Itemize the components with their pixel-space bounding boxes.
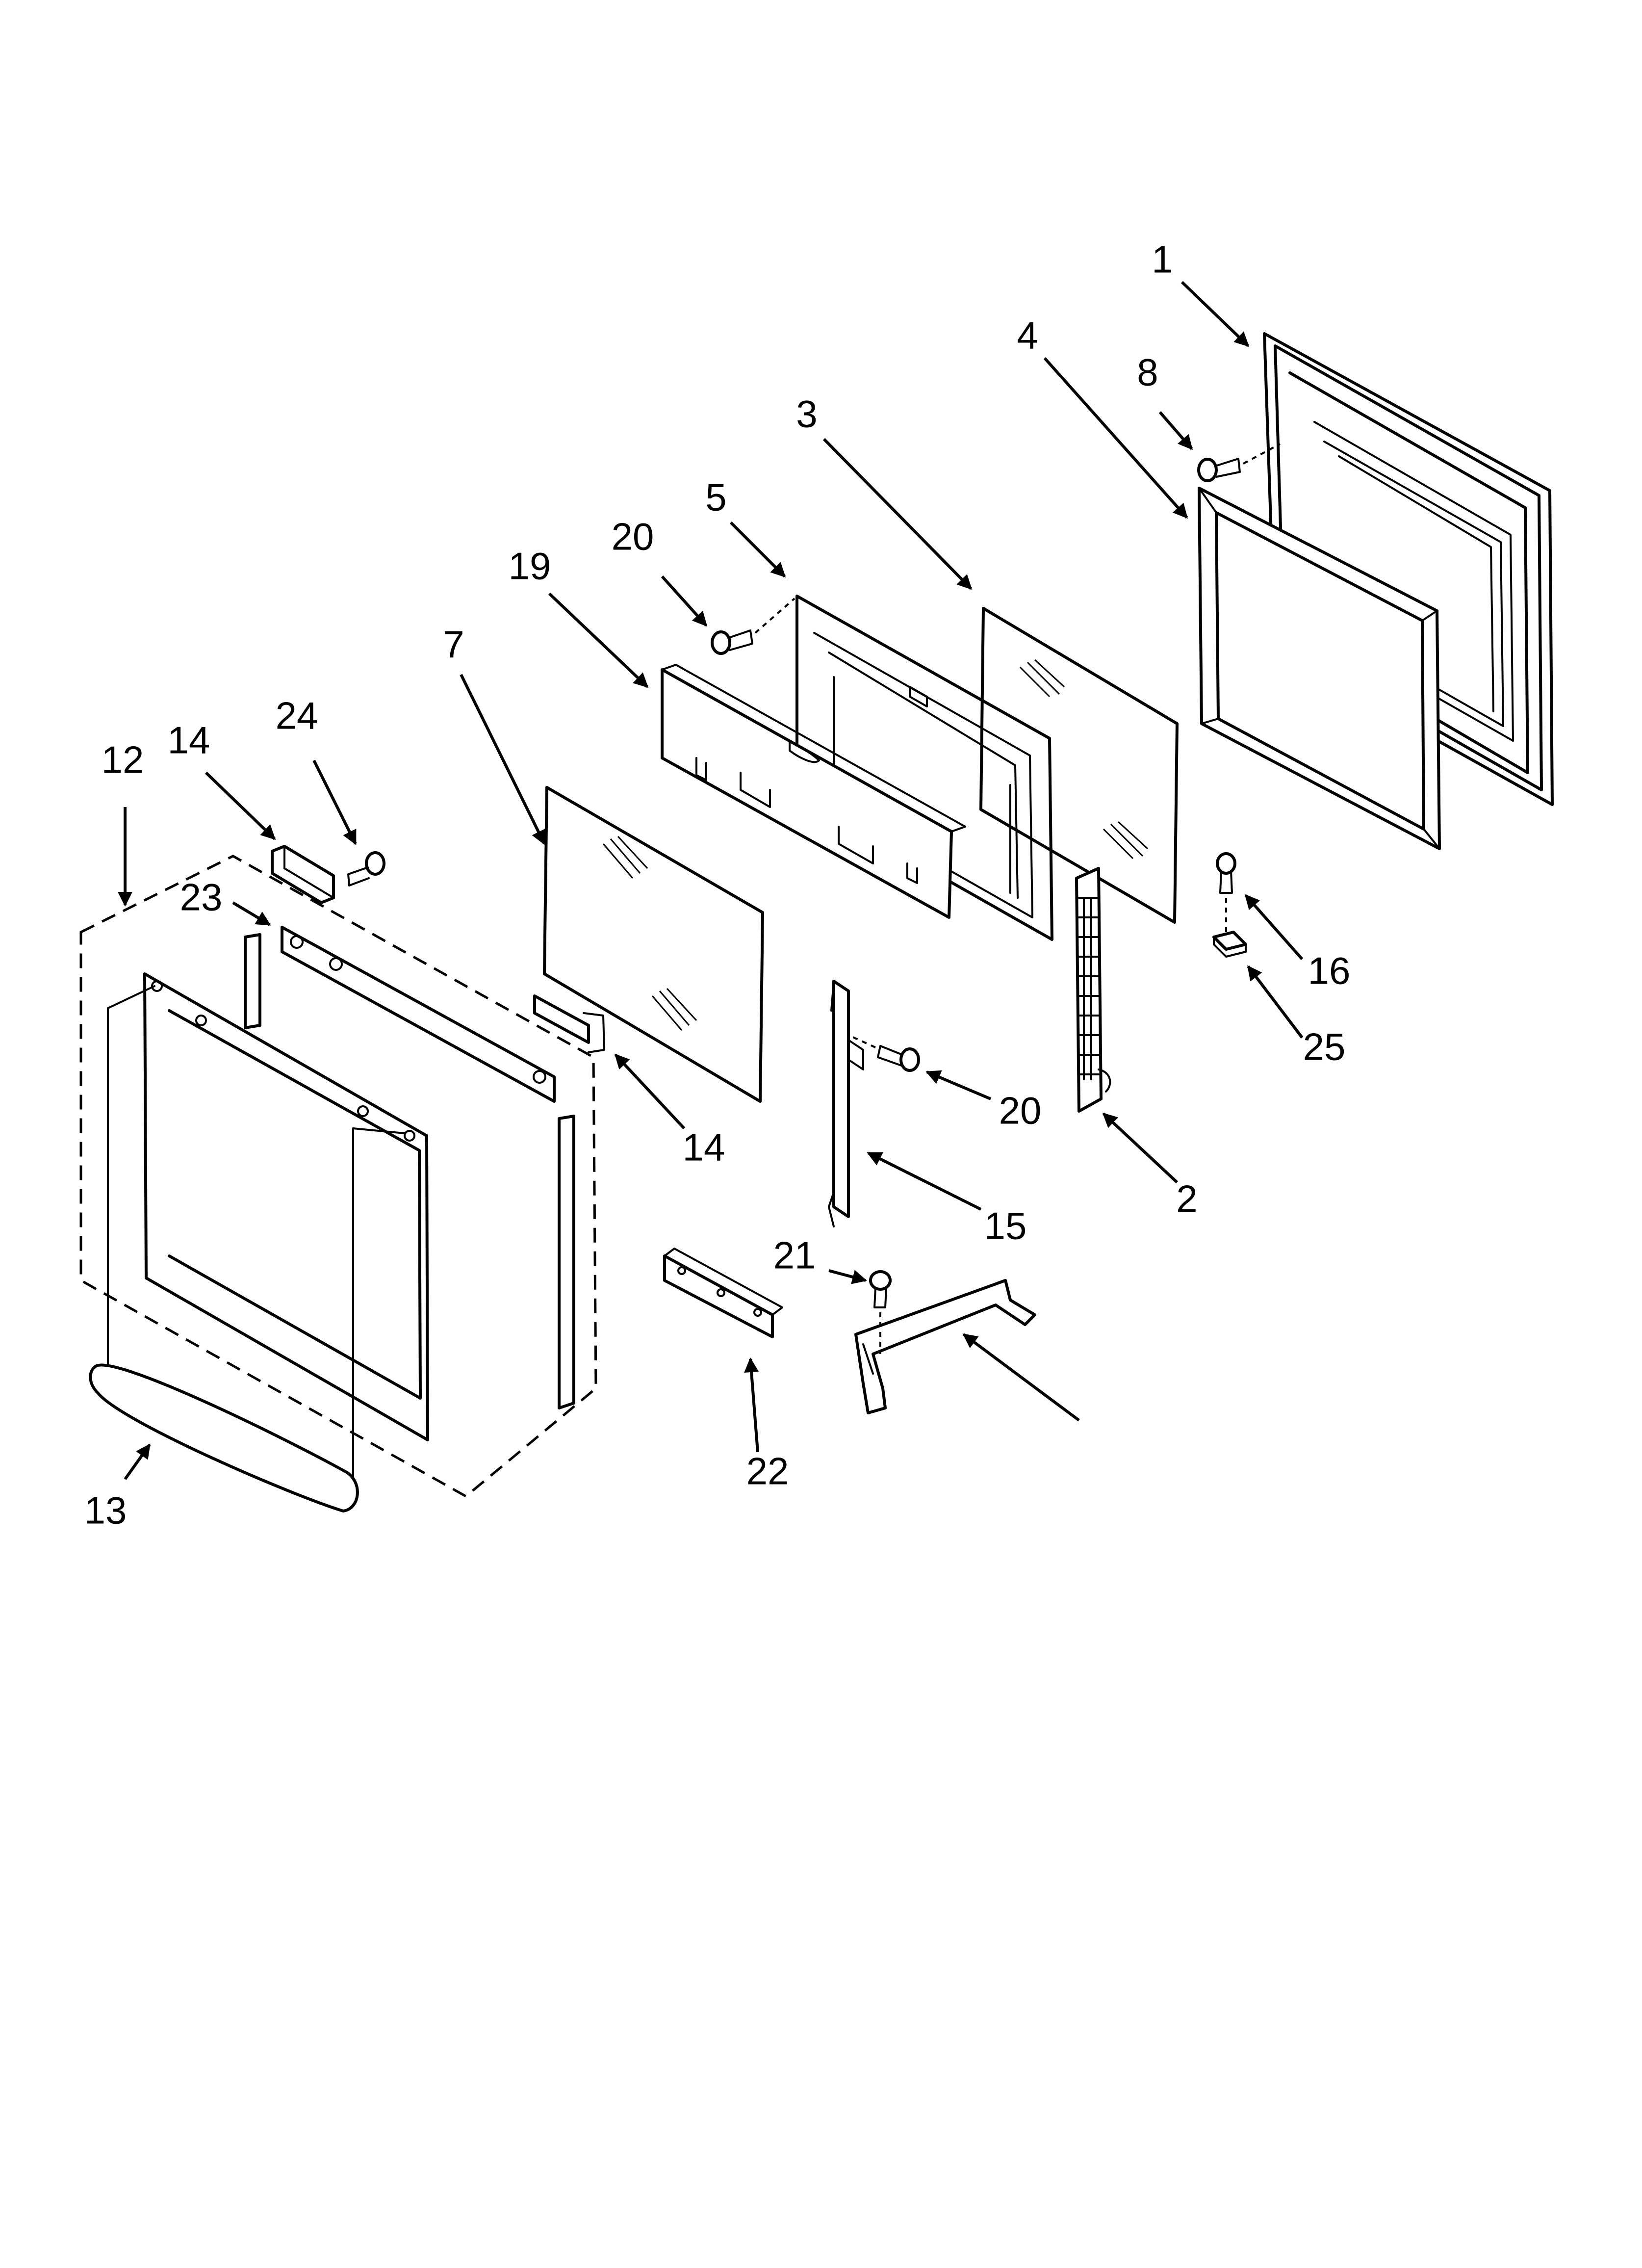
callout-labels: 1 4 8 3 5 20 19 7 24 14 12 23 16 25 20 1… [84, 238, 1351, 1532]
callout-7: 7 [443, 623, 464, 666]
part-7-middle-glass [543, 786, 764, 1103]
callout-14-top: 14 [168, 719, 210, 762]
callout-20-middle: 20 [999, 1089, 1042, 1132]
part-8-screw [1197, 443, 1281, 482]
callout-16: 16 [1308, 949, 1351, 992]
part-20-screw-top [711, 598, 795, 655]
callout-3: 3 [796, 392, 817, 436]
part-side-trim-right [558, 1115, 575, 1409]
callout-8: 8 [1137, 351, 1158, 394]
part-2-door-hinge [1075, 867, 1111, 1113]
callout-21: 23 [180, 876, 223, 919]
callout-22: 22 [746, 1450, 789, 1493]
callout-23: 25 [1303, 1025, 1346, 1069]
callout-20-lower: 21 [773, 1234, 816, 1277]
leader-lines [118, 281, 1304, 1480]
part-14-bracket-top [271, 845, 335, 904]
callout-12: 12 [102, 738, 144, 782]
part-13-door-handle [89, 1363, 359, 1512]
callout-2: 2 [1176, 1177, 1197, 1221]
part-4-door-liner-frame [1198, 487, 1441, 850]
part-22-hinge-plate [663, 1248, 783, 1338]
part-12-door-assembly-outline [79, 855, 597, 1498]
callout-20-top: 20 [612, 515, 654, 558]
part-20-screw-middle [848, 1034, 920, 1072]
callout-14-lower: 14 [683, 1126, 725, 1169]
part-side-trim-left [244, 933, 261, 1029]
part-19-door-panel-insulation [661, 664, 966, 919]
part-24-screw [347, 851, 385, 886]
callout-19: 19 [509, 545, 551, 588]
part-3-inner-glass [979, 607, 1179, 924]
part-25-door-support-bracket [854, 1279, 1036, 1414]
callout-13: 13 [84, 1489, 127, 1532]
part-20-screw-lower [869, 1270, 892, 1354]
part-1-outer-door-panel [1263, 332, 1554, 806]
callout-5: 5 [705, 476, 726, 519]
part-door-outer-glass [107, 972, 429, 1478]
callout-24: 24 [276, 694, 318, 737]
callout-1: 1 [1152, 238, 1173, 281]
part-23-clip [1212, 931, 1247, 958]
part-16-screw [1216, 852, 1236, 932]
part-15-hinge-bracket [828, 980, 864, 1227]
part-21-trim-strip [281, 926, 556, 1103]
callout-4: 4 [1017, 314, 1038, 357]
callout-15: 15 [984, 1204, 1027, 1248]
part-14-bracket-lower [533, 994, 605, 1053]
